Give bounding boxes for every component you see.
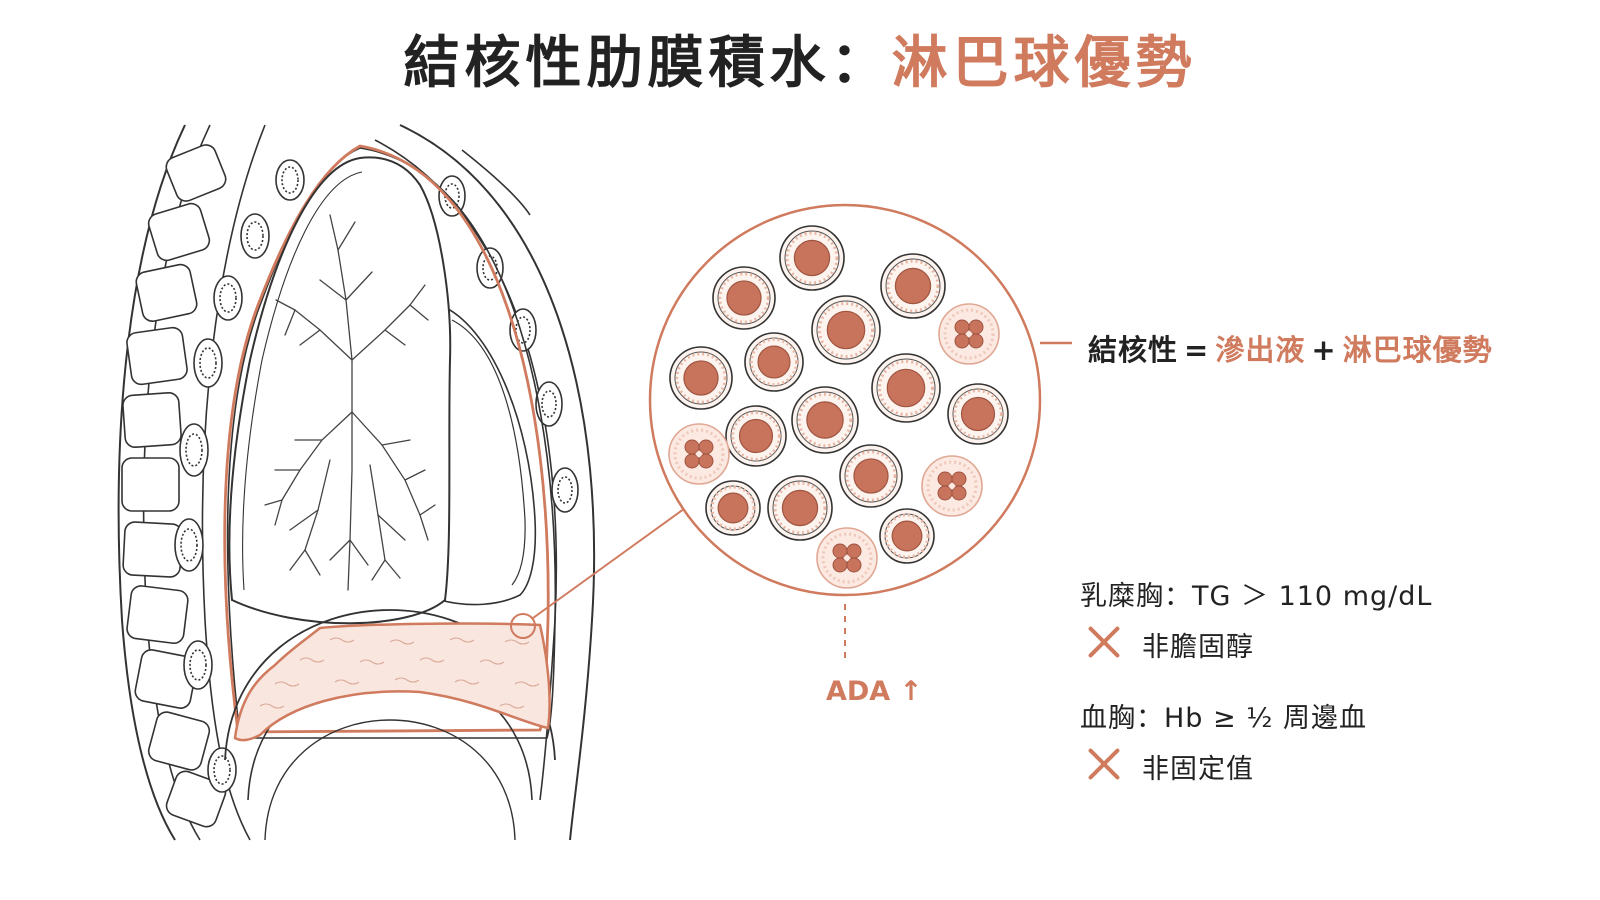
lymphocyte-cell: [779, 225, 845, 291]
abdomen-line: [264, 719, 516, 841]
pleural-effusion: [233, 622, 551, 742]
sample-site-marker: [510, 613, 536, 639]
hemothorax-criterion: 血胸：Hb ≥ ½ 周邊血: [1080, 703, 1367, 734]
chest-wall-outer: [399, 124, 596, 841]
equation-plus: +: [1311, 333, 1337, 367]
lymphocyte-cell: [705, 480, 761, 536]
lymphocyte-cell: [725, 405, 787, 467]
cross-icon: [1086, 624, 1122, 660]
fluid-ripples: [259, 637, 540, 709]
chylothorax-point: 非膽固醇: [1142, 632, 1254, 663]
lymphocyte-cell: [767, 475, 833, 541]
back-outline: [117, 124, 186, 841]
lymphocyte-cell: [811, 295, 881, 365]
neutrophil-cell: [938, 303, 1000, 365]
neutrophils: [668, 303, 1000, 589]
hemothorax-point: 非固定值: [1142, 754, 1254, 785]
lymphocytes: [669, 225, 1009, 564]
diagnosis-equation: 結核性=滲出液+淋巴球優勢: [1088, 327, 1493, 369]
neutrophil-cell: [668, 423, 730, 485]
lymphocyte-cell: [839, 444, 903, 508]
heart-inner: [451, 319, 526, 586]
bronchial-tree: [264, 214, 436, 591]
lymphocyte-cell: [871, 353, 941, 423]
pleural-highlight: [223, 144, 550, 734]
cross-icon: [1086, 746, 1122, 782]
vertebrae: [121, 144, 227, 828]
title-accent: 淋巴球優勢: [891, 31, 1197, 96]
chylothorax-criterion: 乳糜胸：TG ＞ 110 mg/dL: [1080, 581, 1433, 612]
posterior-ribs: [174, 159, 305, 793]
title-main: 結核性肋膜積水：: [403, 31, 892, 96]
lymphocyte-cell: [744, 332, 804, 392]
equation-term-exudate: 滲出液: [1215, 333, 1306, 367]
neutrophil-cell: [921, 455, 983, 517]
parietal-pleura: [226, 147, 557, 739]
equation-term-lymphocyte: 淋巴球優勢: [1342, 333, 1493, 367]
lymphocyte-cell: [947, 383, 1009, 445]
ada-label: ADA ↑: [826, 676, 923, 707]
equation-term-tb: 結核性: [1088, 333, 1179, 367]
equation-equals: =: [1184, 333, 1210, 367]
lymphocyte-cell: [791, 386, 859, 454]
chest-wall-fold: [461, 149, 531, 216]
lymphocyte-cell: [879, 508, 935, 564]
lymphocyte-cell: [669, 346, 733, 410]
page-title: 結核性肋膜積水：淋巴球優勢: [0, 18, 1600, 99]
zoom-connector: [532, 505, 689, 619]
lymphocyte-cell: [712, 266, 776, 330]
lung-inner-line: [242, 171, 363, 591]
lymphocyte-cell: [880, 253, 946, 319]
lung-outline: [228, 156, 452, 625]
neutrophil-cell: [816, 527, 878, 589]
